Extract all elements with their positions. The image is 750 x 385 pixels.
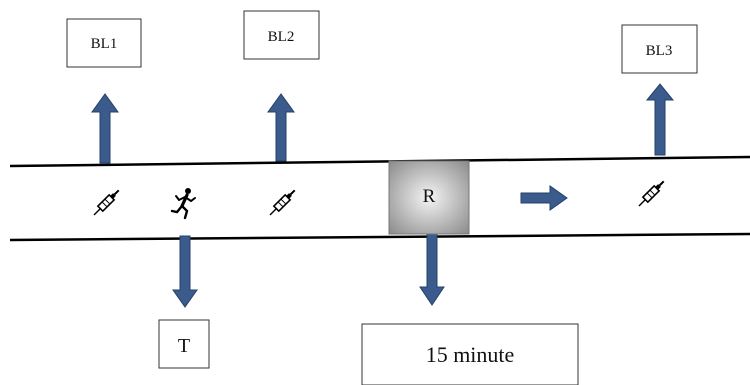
bl2-label: BL2 xyxy=(268,29,295,45)
r-label: R xyxy=(423,186,436,207)
timeline-bottom-line xyxy=(9,232,750,242)
bl2-box: BL2 xyxy=(243,10,320,60)
bl3-box: BL3 xyxy=(621,24,698,74)
right-arrow xyxy=(520,185,568,211)
down-arrow-rest xyxy=(419,232,445,306)
bl1-label: BL1 xyxy=(91,36,118,52)
syringe-icon xyxy=(638,180,665,207)
timeline-top-line xyxy=(9,155,750,168)
up-arrow-bl1 xyxy=(91,93,119,164)
syringe-icon xyxy=(269,189,296,216)
r-box: R xyxy=(388,160,470,235)
bl3-label: BL3 xyxy=(646,43,673,59)
rest-duration-box: 15 minute xyxy=(361,323,579,385)
bl1-box: BL1 xyxy=(66,18,142,68)
t-box: T xyxy=(158,319,210,369)
down-arrow-t xyxy=(172,235,198,308)
up-arrow-bl2 xyxy=(267,93,295,162)
runner-icon xyxy=(170,188,196,220)
syringe-icon xyxy=(93,189,120,216)
t-label: T xyxy=(178,335,190,357)
rest-duration-label: 15 minute xyxy=(426,342,515,367)
up-arrow-bl3 xyxy=(645,83,675,156)
